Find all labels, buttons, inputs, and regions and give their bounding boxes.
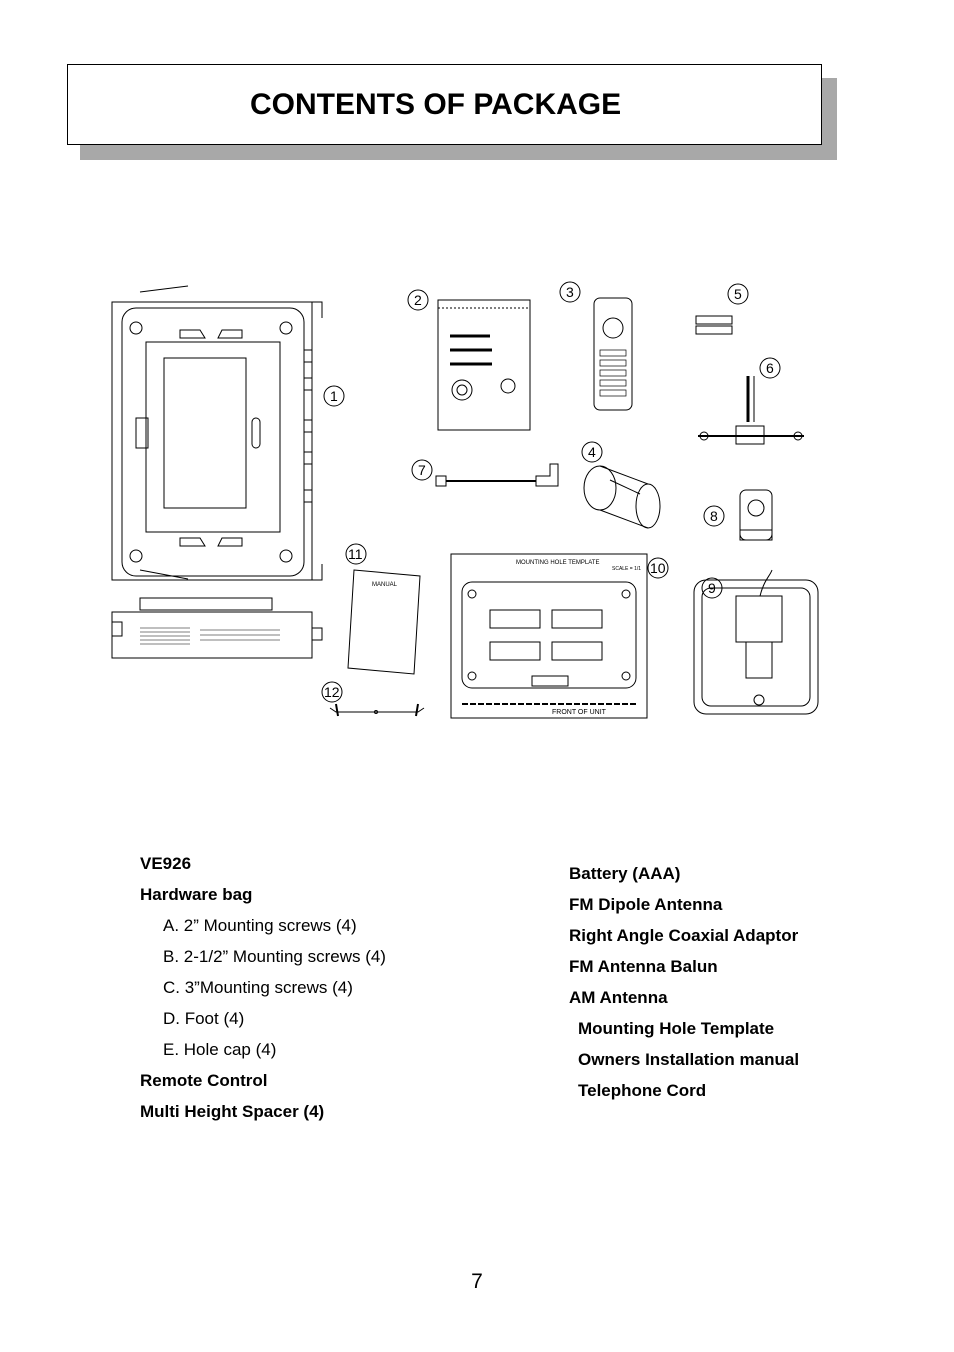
main-unit-front-view: [111, 285, 323, 581]
svg-text:8: 8: [710, 508, 718, 524]
callout-11: 11: [345, 543, 367, 565]
list-item: Owners Installation manual: [578, 1050, 800, 1069]
svg-text:5: 5: [734, 286, 742, 302]
list-item: E. Hole cap (4): [163, 1040, 277, 1059]
remote-control: [593, 297, 633, 411]
svg-text:3: 3: [566, 284, 574, 300]
aaa-batteries: [695, 315, 733, 335]
list-item: C. 3”Mounting screws (4): [163, 978, 353, 997]
am-antenna: [693, 569, 819, 715]
coaxial-adaptor: [435, 463, 559, 487]
callout-10: 10: [647, 557, 669, 579]
svg-text:2: 2: [414, 292, 422, 308]
main-unit-side-view: [111, 597, 323, 659]
package-contents-illustration: MOUNTING HOLE TEMPLATE SCALE = 1/1 FRONT…: [111, 281, 819, 719]
svg-text:1: 1: [330, 388, 338, 404]
list-item: VE926: [140, 854, 192, 873]
list-item: Mounting Hole Template: [578, 1019, 775, 1038]
manual-cover-label: MANUAL: [372, 582, 398, 588]
callout-12: 12: [321, 681, 343, 703]
fm-antenna-balun: [739, 489, 773, 541]
multi-height-spacer: [583, 465, 661, 529]
list-item: Hardware bag: [140, 885, 253, 904]
list-item: A. 2” Mounting screws (4): [163, 916, 357, 935]
list-item: FM Antenna Balun: [569, 957, 718, 976]
svg-text:6: 6: [766, 360, 774, 376]
list-item: Right Angle Coaxial Adaptor: [569, 926, 799, 945]
callout-3: 3: [559, 281, 581, 303]
svg-text:7: 7: [418, 462, 426, 478]
list-item: B. 2-1/2” Mounting screws (4): [163, 947, 386, 966]
callout-8: 8: [703, 505, 725, 527]
callout-5: 5: [727, 283, 749, 305]
svg-text:10: 10: [650, 560, 666, 576]
svg-text:9: 9: [708, 580, 716, 596]
telephone-cord: [329, 703, 425, 717]
template-header-label: MOUNTING HOLE TEMPLATE: [516, 560, 599, 566]
left-contents-list: VE926 Hardware bag A. 2” Mounting screws…: [140, 848, 386, 1127]
list-item: Multi Height Spacer (4): [140, 1102, 325, 1121]
svg-text:4: 4: [588, 444, 596, 460]
hardware-bag: [437, 299, 531, 431]
page-title: CONTENTS OF PACKAGE: [250, 87, 622, 121]
callout-2: 2: [407, 289, 429, 311]
template-scale-label: SCALE = 1/1: [612, 566, 641, 572]
list-item: D. Foot (4): [163, 1009, 245, 1028]
svg-text:12: 12: [324, 684, 340, 700]
svg-text:11: 11: [348, 546, 363, 562]
right-contents-list: Battery (AAA) FM Dipole Antenna Right An…: [569, 858, 799, 1106]
template-footer-label: FRONT OF UNIT: [552, 709, 607, 716]
callout-markers: 1 2 3 4 5 6 7 8 9 10 11 12: [321, 281, 781, 703]
callout-1: 1: [323, 385, 345, 407]
list-item: AM Antenna: [569, 988, 668, 1007]
callout-9: 9: [701, 577, 723, 599]
title-box: CONTENTS OF PACKAGE: [67, 64, 822, 145]
callout-6: 6: [759, 357, 781, 379]
owners-manual: MANUAL: [347, 569, 421, 675]
list-item: Telephone Cord: [578, 1081, 707, 1100]
callout-4: 4: [581, 441, 603, 463]
callout-7: 7: [411, 459, 433, 481]
page-number: 7: [471, 1270, 483, 1293]
fm-dipole-antenna: [698, 376, 804, 445]
list-item: Remote Control: [140, 1071, 268, 1090]
list-item: Battery (AAA): [569, 864, 681, 883]
mounting-hole-template: MOUNTING HOLE TEMPLATE SCALE = 1/1 FRONT…: [450, 553, 648, 719]
list-item: FM Dipole Antenna: [569, 895, 723, 914]
